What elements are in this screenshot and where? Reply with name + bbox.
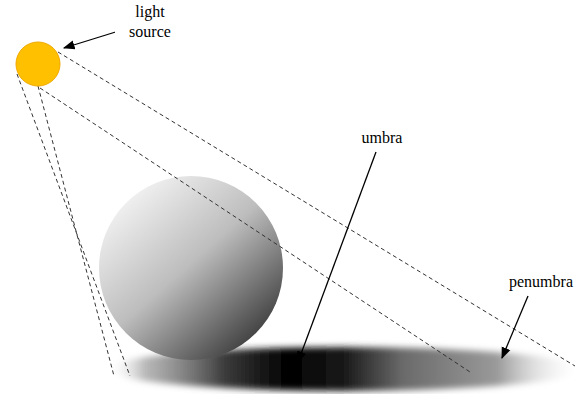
light-ray <box>40 88 470 372</box>
light-ray <box>58 52 575 366</box>
leader-lines <box>64 30 528 362</box>
label-text: light source <box>115 2 185 42</box>
light-ray <box>17 74 130 376</box>
label-text: umbra <box>360 128 405 148</box>
light-source <box>16 42 60 86</box>
leader-arrow <box>298 152 376 362</box>
label-text: penumbra <box>507 272 575 292</box>
light-ray <box>38 86 114 376</box>
sphere <box>99 176 283 360</box>
leader-arrow <box>64 30 122 48</box>
light-rays <box>17 52 575 376</box>
leader-arrow <box>502 296 528 358</box>
